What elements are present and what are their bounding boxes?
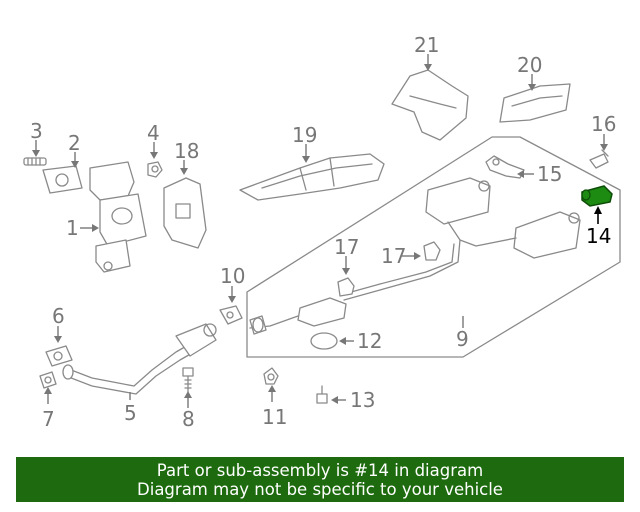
callout-13: 13: [350, 388, 375, 412]
part-4-nut[interactable]: [147, 161, 163, 178]
part-8-bolt[interactable]: [182, 367, 194, 393]
callout-17-upper: 17: [334, 235, 359, 259]
callout-5: 5: [124, 401, 137, 425]
part-6-gasket[interactable]: [45, 345, 73, 367]
part-3-stud[interactable]: [23, 157, 47, 166]
callout-1: 1: [66, 216, 79, 240]
callout-16: 16: [591, 112, 616, 136]
leader-lines: [32, 54, 608, 408]
info-banner: Part or sub-assembly is #14 in diagram D…: [16, 457, 624, 502]
callout-10: 10: [220, 264, 245, 288]
banner-line-2: Diagram may not be specific to your vehi…: [137, 479, 503, 499]
part-17-hanger-a[interactable]: [337, 277, 355, 297]
part-21-heat-shield[interactable]: [391, 69, 469, 141]
callout-20: 20: [517, 53, 542, 77]
part-11-hanger[interactable]: [263, 367, 279, 385]
part-2-gasket[interactable]: [42, 165, 83, 194]
part-13-bolt[interactable]: [316, 385, 328, 404]
callout-11: 11: [262, 405, 287, 429]
callout-9: 9: [456, 327, 469, 351]
callout-14: 14: [586, 224, 611, 248]
callout-7: 7: [42, 407, 55, 431]
callout-8: 8: [182, 407, 195, 431]
part-18-heat-shield[interactable]: [163, 177, 207, 249]
part-19-heat-shield[interactable]: [239, 153, 385, 201]
callout-21: 21: [414, 33, 439, 57]
part-9-muffler-assembly[interactable]: [249, 177, 581, 335]
part-10-gasket[interactable]: [219, 305, 243, 325]
callout-12: 12: [357, 329, 382, 353]
part-20-heat-shield[interactable]: [499, 83, 571, 123]
callout-4: 4: [147, 121, 160, 145]
part-1-catalytic-converter[interactable]: [89, 161, 147, 273]
assembly-9-outline: [246, 136, 621, 358]
part-7-nut[interactable]: [39, 371, 57, 389]
part-16-bolt[interactable]: [589, 149, 609, 169]
callout-17-right: 17: [381, 244, 406, 268]
callout-6: 6: [52, 304, 65, 328]
callout-3: 3: [30, 119, 43, 143]
callout-15: 15: [537, 162, 562, 186]
callout-19: 19: [292, 123, 317, 147]
banner-line-1: Part or sub-assembly is #14 in diagram: [156, 460, 484, 480]
exhaust-parts-diagram: 3 2 4 18 1 19 21 20 16 15 14 17 17 12 9 …: [23, 33, 621, 431]
part-5-front-pipe[interactable]: [62, 323, 217, 395]
part-14-exhaust-hanger[interactable]: [581, 185, 613, 207]
callout-18: 18: [174, 139, 199, 163]
callout-2: 2: [68, 131, 81, 155]
part-17-hanger-b[interactable]: [423, 241, 441, 261]
part-12-gasket[interactable]: [310, 332, 338, 350]
